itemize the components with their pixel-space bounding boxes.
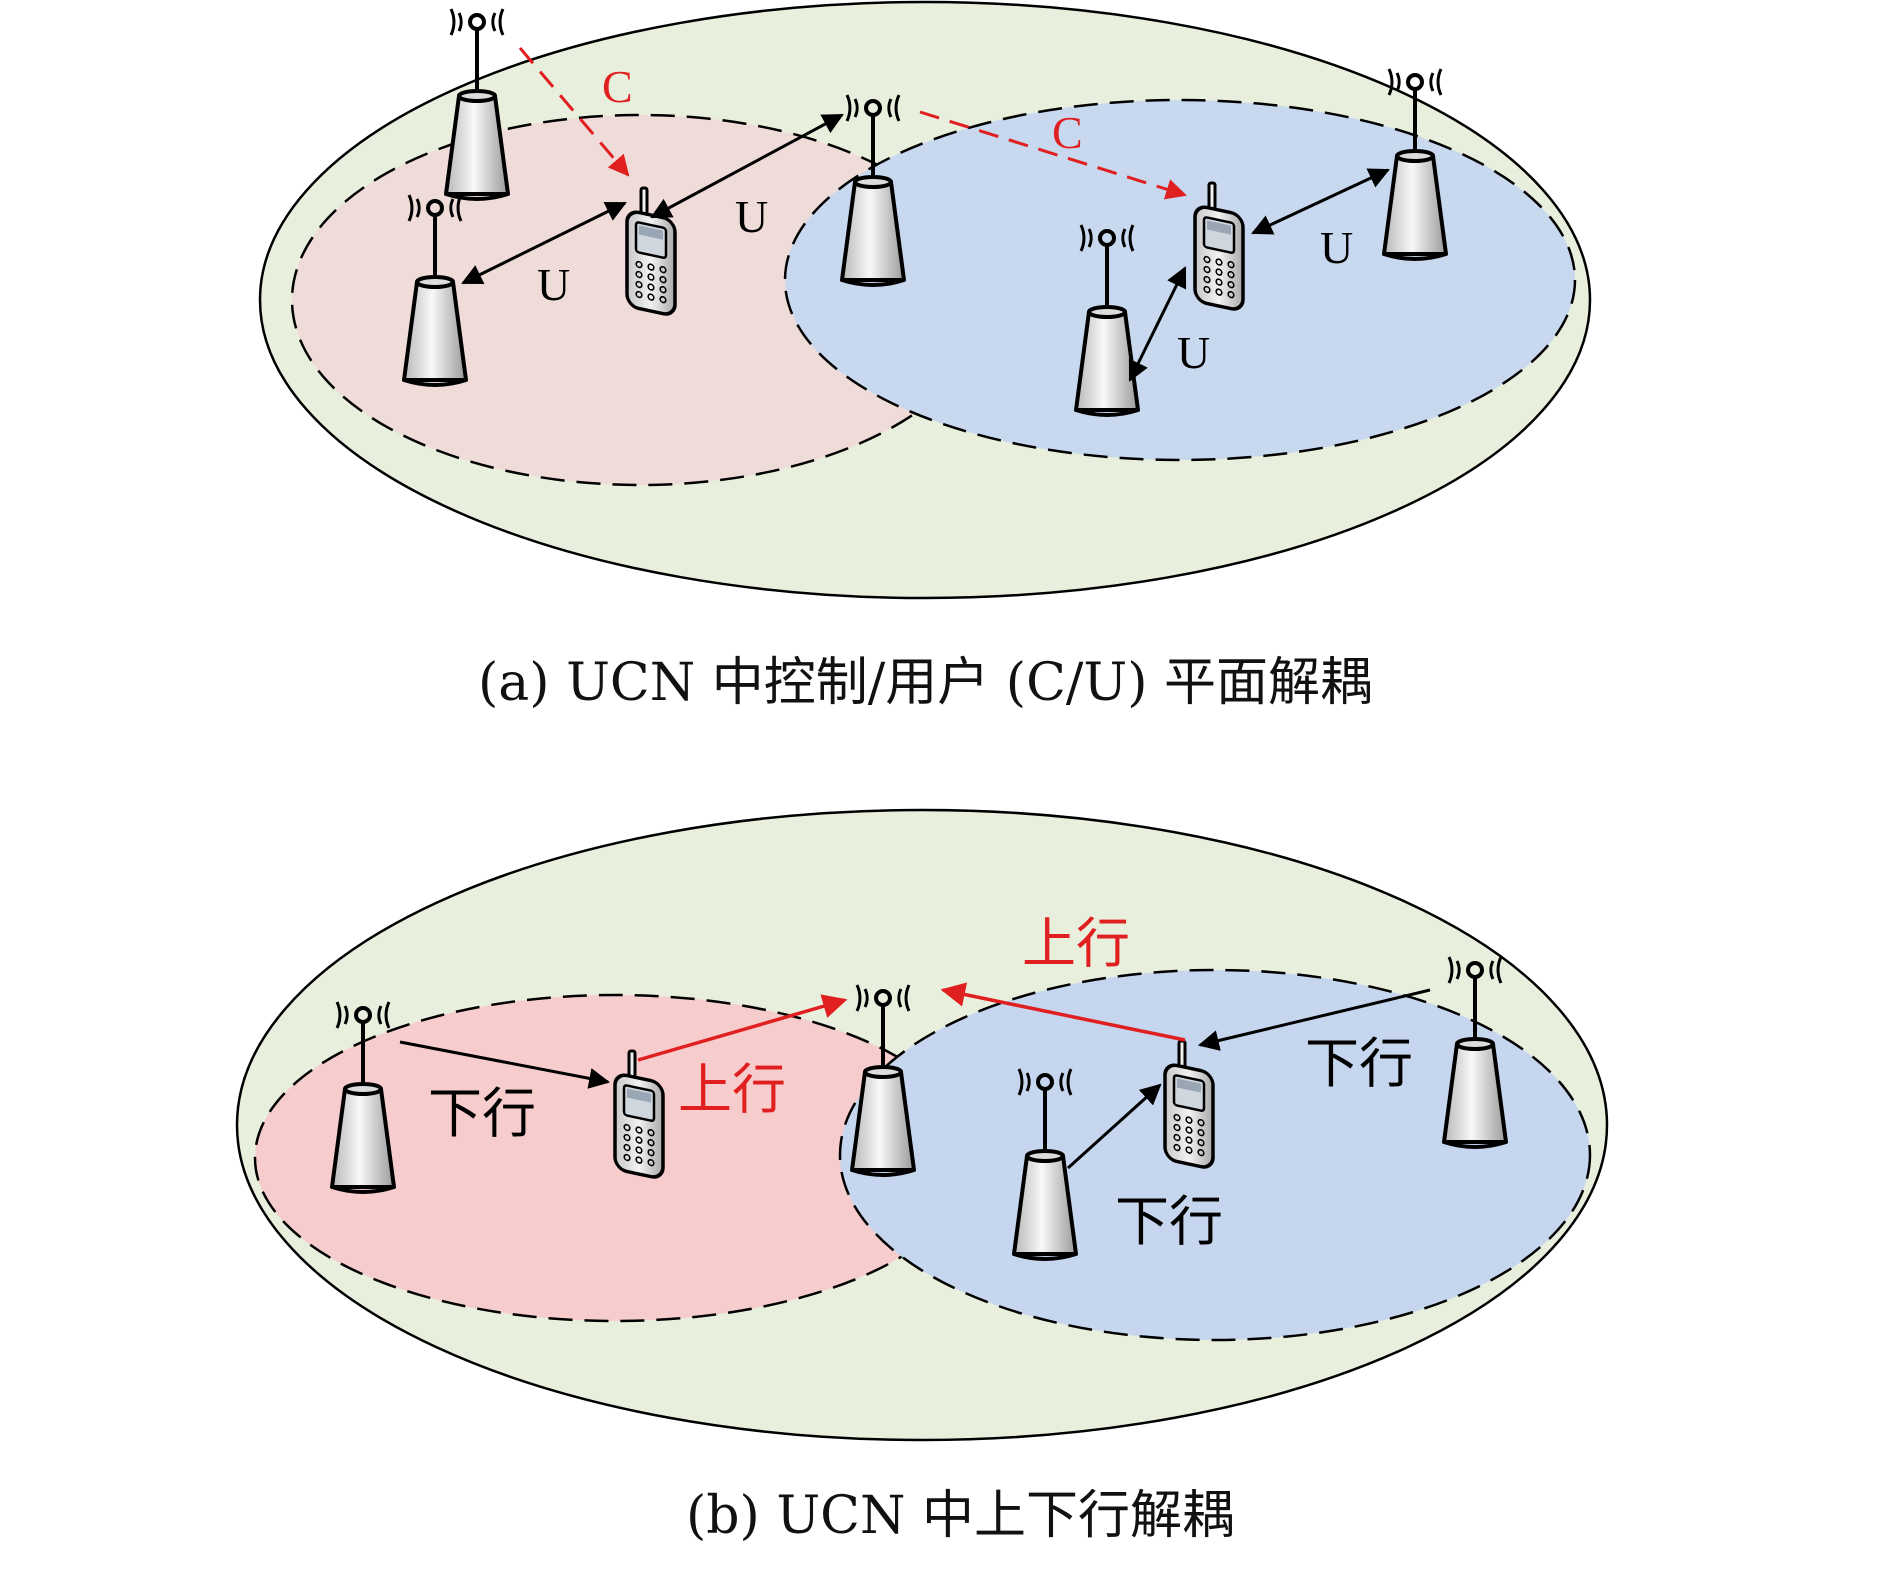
downlink-arrow — [1066, 1083, 1162, 1170]
user-link-arrow — [650, 113, 844, 219]
user-link-arrow — [1251, 168, 1390, 235]
panel-b-caption: (b) UCN 中上下行解耦 — [686, 1486, 1234, 1546]
user-plane-label: U — [1177, 327, 1210, 378]
control-link-arrow — [919, 110, 1188, 200]
panel-a-caption: (a) UCN 中控制/用户 (C/U) 平面解耦 — [478, 653, 1372, 713]
downlink-label: 下行 — [428, 1082, 536, 1145]
user-link-arrow — [461, 201, 627, 285]
uplink-label: 上行 — [678, 1058, 786, 1121]
user-link-arrow — [1128, 266, 1187, 382]
panel-a: C C U U U U (a) UCN 中控制/用户 (C/U) 平面解耦 — [258, 0, 1592, 713]
uplink-arrow — [637, 994, 848, 1062]
control-plane-label: C — [1052, 107, 1083, 158]
panel-b: 上行 上行 下行 下行 下行 (b) UCN 中上下行解耦 — [235, 808, 1609, 1546]
uplink-label: 上行 — [1022, 912, 1130, 975]
user-plane-label: U — [537, 259, 570, 310]
user-plane-label: U — [735, 191, 768, 242]
user-plane-label: U — [1320, 222, 1353, 273]
downlink-label: 下行 — [1115, 1190, 1223, 1253]
control-plane-label: C — [602, 61, 633, 112]
downlink-label: 下行 — [1305, 1032, 1413, 1095]
uplink-arrow — [940, 982, 1186, 1042]
downlink-arrow — [1197, 988, 1431, 1051]
downlink-arrow — [399, 1040, 611, 1089]
control-link-arrow — [518, 47, 630, 177]
small-cell-blue-b — [838, 968, 1592, 1342]
